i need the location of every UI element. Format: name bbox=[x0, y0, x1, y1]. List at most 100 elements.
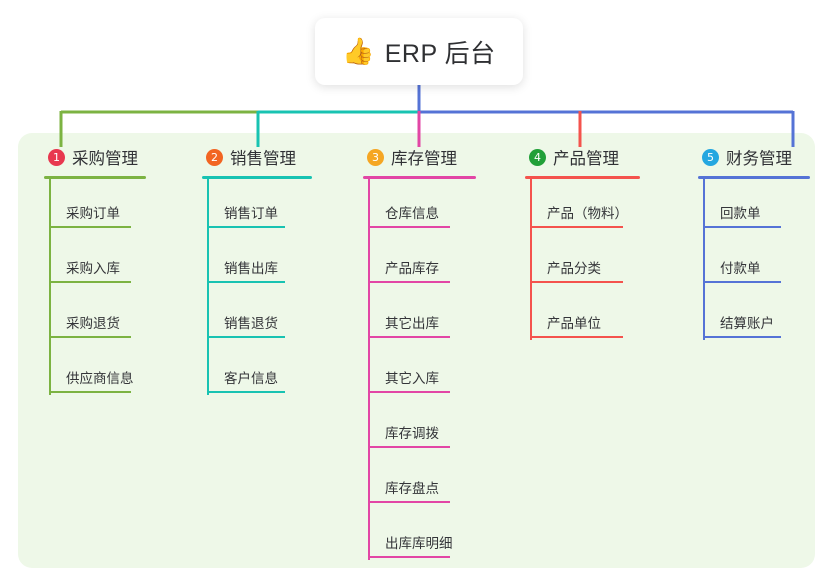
branch-item-label: 回款单 bbox=[720, 206, 761, 221]
branch-badge: 5 bbox=[702, 148, 719, 166]
branch-underline bbox=[44, 176, 146, 179]
branch-title: 产品管理 bbox=[553, 150, 619, 168]
branch-column-5[interactable]: 5 财务管理 回款单付款单结算账户 bbox=[698, 146, 810, 344]
branch-item[interactable]: 采购退货 bbox=[44, 289, 146, 344]
branch-item-underline bbox=[207, 281, 285, 283]
branch-item-underline bbox=[368, 336, 450, 338]
branch-stem bbox=[49, 179, 51, 395]
branch-item[interactable]: 采购入库 bbox=[44, 234, 146, 289]
branch-header[interactable]: 1 采购管理 bbox=[44, 146, 146, 168]
branch-stem bbox=[368, 179, 370, 560]
branch-item-label: 销售出库 bbox=[224, 261, 278, 276]
branch-items: 回款单付款单结算账户 bbox=[698, 179, 810, 344]
branch-item-underline bbox=[368, 556, 450, 558]
branch-item-underline bbox=[207, 391, 285, 393]
branch-title: 采购管理 bbox=[72, 150, 138, 168]
branch-item[interactable]: 客户信息 bbox=[202, 344, 312, 399]
branch-item-label: 仓库信息 bbox=[385, 206, 439, 221]
branch-item[interactable]: 其它入库 bbox=[363, 344, 476, 399]
branch-header[interactable]: 5 财务管理 bbox=[698, 146, 810, 168]
branch-underline bbox=[698, 176, 810, 179]
branch-item-underline bbox=[530, 226, 623, 228]
branch-item-label: 采购入库 bbox=[66, 261, 120, 276]
thumbs-up-icon: 👍 bbox=[342, 36, 375, 67]
branch-item-underline bbox=[703, 226, 781, 228]
branch-item-label: 库存调拨 bbox=[385, 426, 439, 441]
branch-item-label: 库存盘点 bbox=[385, 481, 439, 496]
branch-item-label: 供应商信息 bbox=[66, 371, 134, 386]
branch-item-underline bbox=[207, 226, 285, 228]
branch-item[interactable]: 产品分类 bbox=[525, 234, 640, 289]
branch-item[interactable]: 回款单 bbox=[698, 179, 810, 234]
branch-item-label: 出库库明细 bbox=[385, 536, 453, 551]
branch-items: 销售订单销售出库销售退货客户信息 bbox=[202, 179, 312, 399]
branch-item-label: 结算账户 bbox=[720, 316, 774, 331]
branch-item[interactable]: 产品单位 bbox=[525, 289, 640, 344]
branch-underline bbox=[202, 176, 312, 179]
branch-item-underline bbox=[368, 281, 450, 283]
branch-title: 销售管理 bbox=[230, 150, 296, 168]
branch-item[interactable]: 仓库信息 bbox=[363, 179, 476, 234]
branch-item-label: 产品分类 bbox=[547, 261, 601, 276]
branch-title: 库存管理 bbox=[391, 150, 457, 168]
branch-item-label: 采购订单 bbox=[66, 206, 120, 221]
branch-column-1[interactable]: 1 采购管理 采购订单采购入库采购退货供应商信息 bbox=[44, 146, 146, 399]
branch-item[interactable]: 产品（物料） bbox=[525, 179, 640, 234]
branch-item[interactable]: 出库库明细 bbox=[363, 509, 476, 564]
branch-item-label: 产品库存 bbox=[385, 261, 439, 276]
branch-stem bbox=[207, 179, 209, 395]
branch-item[interactable]: 销售出库 bbox=[202, 234, 312, 289]
branch-item-underline bbox=[368, 446, 450, 448]
branch-header[interactable]: 4 产品管理 bbox=[525, 146, 640, 168]
branch-item[interactable]: 其它出库 bbox=[363, 289, 476, 344]
branch-item[interactable]: 采购订单 bbox=[44, 179, 146, 234]
branch-badge: 1 bbox=[48, 148, 65, 166]
branch-item-underline bbox=[49, 391, 131, 393]
root-node[interactable]: 👍 ERP 后台 bbox=[315, 18, 523, 85]
branch-item[interactable]: 库存盘点 bbox=[363, 454, 476, 509]
branch-badge: 3 bbox=[367, 148, 384, 166]
branch-item-label: 产品单位 bbox=[547, 316, 601, 331]
branch-column-2[interactable]: 2 销售管理 销售订单销售出库销售退货客户信息 bbox=[202, 146, 312, 399]
branch-column-4[interactable]: 4 产品管理 产品（物料） 产品分类产品单位 bbox=[525, 146, 640, 344]
branch-item[interactable]: 库存调拨 bbox=[363, 399, 476, 454]
branch-item-underline bbox=[368, 226, 450, 228]
branch-item[interactable]: 产品库存 bbox=[363, 234, 476, 289]
branch-item-underline bbox=[703, 336, 781, 338]
branch-title: 财务管理 bbox=[726, 150, 792, 168]
branch-item-label: 其它入库 bbox=[385, 371, 439, 386]
branch-item[interactable]: 销售订单 bbox=[202, 179, 312, 234]
branches-panel bbox=[18, 133, 815, 568]
branch-stem bbox=[703, 179, 705, 340]
branch-item-underline bbox=[530, 336, 623, 338]
branch-underline bbox=[363, 176, 476, 179]
branch-item[interactable]: 供应商信息 bbox=[44, 344, 146, 399]
branch-items: 采购订单采购入库采购退货供应商信息 bbox=[44, 179, 146, 399]
root-node-title: ERP 后台 bbox=[384, 39, 496, 68]
branch-item-label: 其它出库 bbox=[385, 316, 439, 331]
branch-item-underline bbox=[703, 281, 781, 283]
branch-stem bbox=[530, 179, 532, 340]
branch-item-underline bbox=[530, 281, 623, 283]
branch-items: 仓库信息产品库存其它出库其它入库库存调拨库存盘点出库库明细 bbox=[363, 179, 476, 564]
branch-item-underline bbox=[49, 336, 131, 338]
branch-badge: 2 bbox=[206, 148, 223, 166]
branch-column-3[interactable]: 3 库存管理 仓库信息产品库存其它出库其它入库库存调拨库存盘点出库库明细 bbox=[363, 146, 476, 564]
branch-item-label: 销售订单 bbox=[224, 206, 278, 221]
branch-header[interactable]: 3 库存管理 bbox=[363, 146, 476, 168]
branch-item-label: 付款单 bbox=[720, 261, 761, 276]
branch-header[interactable]: 2 销售管理 bbox=[202, 146, 312, 168]
branch-item[interactable]: 结算账户 bbox=[698, 289, 810, 344]
branch-item-label: 产品（物料） bbox=[547, 206, 628, 221]
branch-item[interactable]: 销售退货 bbox=[202, 289, 312, 344]
branch-item[interactable]: 付款单 bbox=[698, 234, 810, 289]
branch-item-underline bbox=[207, 336, 285, 338]
branch-badge: 4 bbox=[529, 148, 546, 166]
branch-item-underline bbox=[368, 391, 450, 393]
branch-item-underline bbox=[49, 281, 131, 283]
branch-item-underline bbox=[49, 226, 131, 228]
branch-underline bbox=[525, 176, 640, 179]
branch-item-underline bbox=[368, 501, 450, 503]
